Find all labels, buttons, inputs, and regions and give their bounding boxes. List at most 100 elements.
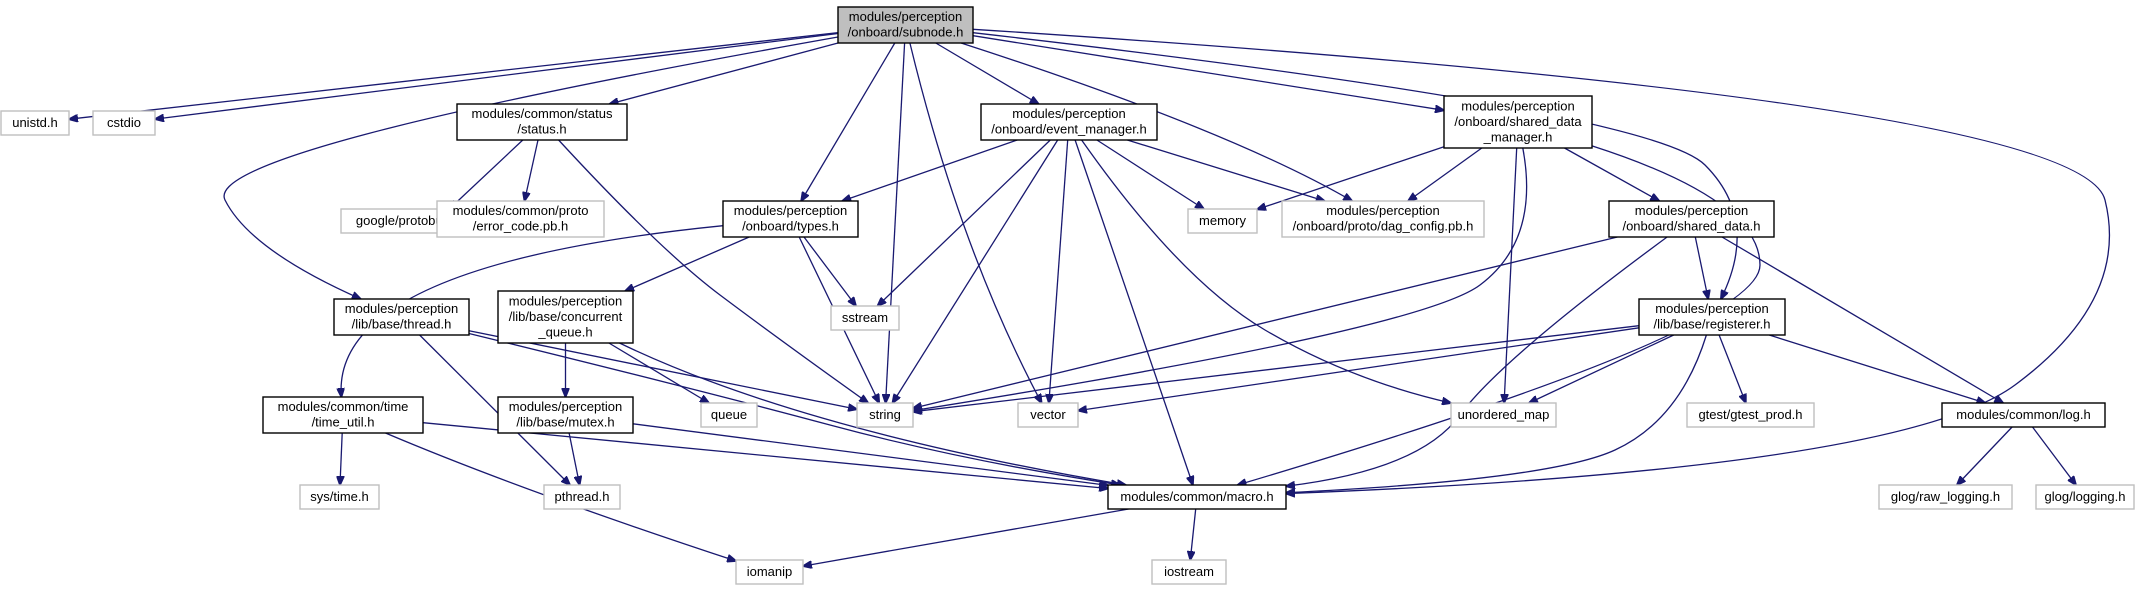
edge-subnode-to-dag_config <box>960 42 1352 201</box>
edge-shared_data-to-registerer <box>1694 236 1708 299</box>
edge-thread-to-string <box>468 330 857 410</box>
node-shared-data-manager[interactable]: modules/perception/onboard/shared_data_m… <box>1443 95 1593 149</box>
node-error-code[interactable]: modules/common/proto/error_code.pb.h <box>436 200 605 238</box>
node-box <box>262 396 424 434</box>
node-label-line: /lib/base/mutex.h <box>516 415 614 430</box>
node-label-line: queue <box>711 407 747 422</box>
node-glog-logging[interactable]: glog/logging.h <box>2035 484 2135 510</box>
node-box <box>1450 402 1557 428</box>
node-box <box>837 6 974 44</box>
node-box <box>497 290 634 344</box>
node-pthread[interactable]: pthread.h <box>543 484 621 510</box>
edge-event_manager-to-string <box>893 139 1059 403</box>
node-unordered-map[interactable]: unordered_map <box>1450 402 1557 428</box>
node-event-manager[interactable]: modules/perception/onboard/event_manager… <box>980 103 1158 141</box>
node-box <box>722 200 859 238</box>
node-box <box>1638 298 1786 336</box>
node-iomanip[interactable]: iomanip <box>735 559 804 585</box>
edge-event_manager-to-dag_config <box>1127 139 1324 201</box>
node-time-util[interactable]: modules/common/time/time_util.h <box>262 396 424 434</box>
node-box <box>856 402 914 428</box>
node-label-line: modules/common/log.h <box>1956 407 2090 422</box>
node-label-line: /time_util.h <box>312 415 375 430</box>
node-label-line: glog/logging.h <box>2045 489 2126 504</box>
edge-thread-to-macro <box>468 332 1120 486</box>
node-box <box>735 559 804 585</box>
node-cstdio[interactable]: cstdio <box>92 110 156 136</box>
node-status[interactable]: modules/common/status/status.h <box>456 103 628 141</box>
node-box <box>299 484 380 510</box>
edge-shared_data-to-macro <box>1286 236 1668 486</box>
node-box <box>1608 200 1775 238</box>
node-iostream[interactable]: iostream <box>1151 559 1227 585</box>
node-mutex[interactable]: modules/perception/lib/base/mutex.h <box>497 396 634 434</box>
edge-subnode-to-unistd <box>69 31 839 120</box>
node-label-line: modules/perception <box>1655 301 1768 316</box>
node-registerer[interactable]: modules/perception/lib/base/registerer.h <box>1638 298 1786 336</box>
node-sys-time[interactable]: sys/time.h <box>299 484 380 510</box>
edge-concurrent_queue-to-queue <box>608 342 709 403</box>
node-gtest-prod[interactable]: gtest/gtest_prod.h <box>1686 402 1815 428</box>
node-label-line: modules/perception <box>1635 203 1748 218</box>
edge-mutex-to-pthread <box>568 432 580 485</box>
node-raw-logging[interactable]: glog/raw_logging.h <box>1878 484 2013 510</box>
node-string[interactable]: string <box>856 402 914 428</box>
edge-subnode-to-cstdio <box>155 32 839 120</box>
node-label-line: modules/common/macro.h <box>1120 489 1273 504</box>
node-dag-config[interactable]: modules/perception/onboard/proto/dag_con… <box>1281 200 1485 238</box>
edge-subnode-to-status <box>610 42 839 104</box>
node-subnode[interactable]: modules/perception/onboard/subnode.h <box>837 6 974 44</box>
node-label-line: /onboard/types.h <box>742 219 839 234</box>
edge-concurrent_queue-to-macro <box>619 342 1126 485</box>
edge-registerer-to-vector <box>1078 327 1640 411</box>
node-box <box>333 298 470 336</box>
edge-mutex-to-macro <box>632 423 1108 486</box>
node-label-line: /status.h <box>517 122 566 137</box>
node-label-line: sys/time.h <box>310 489 369 504</box>
edge-shared_data_manager-to-memory <box>1257 146 1445 210</box>
node-label-line: modules/perception <box>345 301 458 316</box>
node-label-line: _queue.h <box>537 324 592 339</box>
node-box <box>2035 484 2135 510</box>
node-box <box>497 396 634 434</box>
edge-subnode-to-string <box>886 42 906 403</box>
node-log[interactable]: modules/common/log.h <box>1941 402 2106 428</box>
node-box <box>0 110 70 136</box>
node-box <box>1878 484 2013 510</box>
node-label-line: modules/perception <box>509 399 622 414</box>
edge-event_manager-to-types <box>842 139 1018 201</box>
node-label-line: sstream <box>842 310 888 325</box>
node-label-line: /onboard/shared_data.h <box>1622 219 1760 234</box>
node-shared-data[interactable]: modules/perception/onboard/shared_data.h <box>1608 200 1775 238</box>
file-nodes: modules/perception/onboard/subnode.h unis… <box>0 6 2135 585</box>
edge-macro-to-iomanip <box>803 508 1129 566</box>
node-box <box>830 305 900 331</box>
node-types[interactable]: modules/perception/onboard/types.h <box>722 200 859 238</box>
edge-subnode-to-thread <box>223 36 839 299</box>
node-label-line: modules/common/proto <box>453 203 589 218</box>
node-memory[interactable]: memory <box>1187 208 1258 234</box>
edge-shared_data_manager-to-shared_data <box>1564 147 1660 201</box>
edge-thread-to-pthread <box>419 334 570 485</box>
node-vector[interactable]: vector <box>1017 402 1079 428</box>
edge-types-to-concurrent_queue <box>625 236 750 291</box>
node-label-line: modules/perception <box>734 203 847 218</box>
edge-types-to-sstream <box>803 236 856 306</box>
node-unistd[interactable]: unistd.h <box>0 110 70 136</box>
node-sstream[interactable]: sstream <box>830 305 900 331</box>
node-label-line: glog/raw_logging.h <box>1891 489 2000 504</box>
node-label-line: gtest/gtest_prod.h <box>1698 407 1802 422</box>
node-macro[interactable]: modules/common/macro.h <box>1107 484 1287 510</box>
node-label-line: modules/common/time <box>278 399 409 414</box>
node-thread[interactable]: modules/perception/lib/base/thread.h <box>333 298 470 336</box>
node-queue[interactable]: queue <box>700 402 758 428</box>
node-box <box>456 103 628 141</box>
node-label-line: pthread.h <box>555 489 610 504</box>
node-concurrent-queue[interactable]: modules/perception/lib/base/concurrent_q… <box>497 290 634 344</box>
edge-subnode-to-registerer <box>972 32 1738 299</box>
edge-log-to-raw_logging <box>1957 426 2013 485</box>
edge-event_manager-to-sstream <box>878 139 1051 306</box>
node-box <box>1107 484 1287 510</box>
edge-registerer-to-gtest_prod <box>1718 334 1746 403</box>
